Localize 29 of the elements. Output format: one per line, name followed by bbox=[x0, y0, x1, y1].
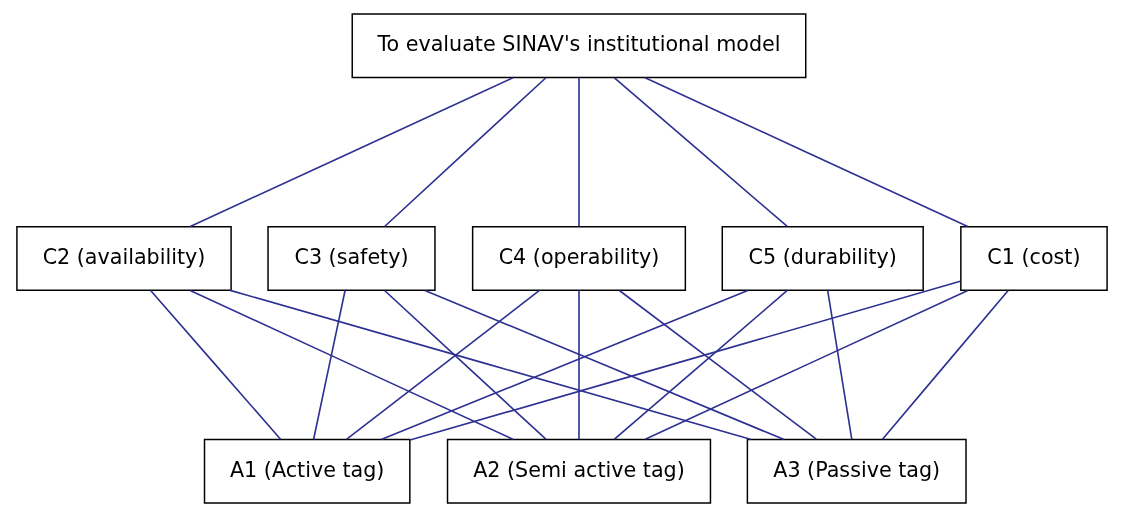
connector bbox=[409, 280, 962, 441]
connector bbox=[312, 289, 346, 440]
node-box: C5 (durability) bbox=[721, 226, 924, 291]
connector bbox=[618, 289, 818, 440]
node-box: C2 (availability) bbox=[16, 226, 232, 291]
node-box: C4 (operability) bbox=[471, 226, 687, 291]
node-box: To evaluate SINAV's institutional model bbox=[351, 13, 807, 79]
connector bbox=[613, 289, 789, 440]
node-box: A3 (Passive tag) bbox=[746, 438, 967, 504]
connector bbox=[381, 289, 749, 441]
connector bbox=[578, 289, 580, 440]
node-box: C3 (safety) bbox=[267, 226, 436, 291]
connector bbox=[383, 289, 547, 440]
connector bbox=[424, 289, 785, 441]
node-box: C1 (cost) bbox=[960, 226, 1108, 291]
node-box: A2 (Semi active tag) bbox=[446, 438, 712, 504]
connector bbox=[644, 289, 969, 440]
node-box: A1 (Active tag) bbox=[203, 438, 411, 504]
connector bbox=[383, 76, 547, 228]
connector bbox=[345, 289, 541, 440]
connector bbox=[229, 289, 752, 441]
connector bbox=[644, 76, 969, 228]
connector bbox=[189, 289, 514, 440]
connector bbox=[578, 76, 580, 228]
connector bbox=[613, 76, 789, 228]
connector bbox=[149, 289, 282, 440]
connector bbox=[189, 76, 514, 228]
connector bbox=[826, 289, 853, 440]
connector bbox=[881, 289, 1009, 440]
